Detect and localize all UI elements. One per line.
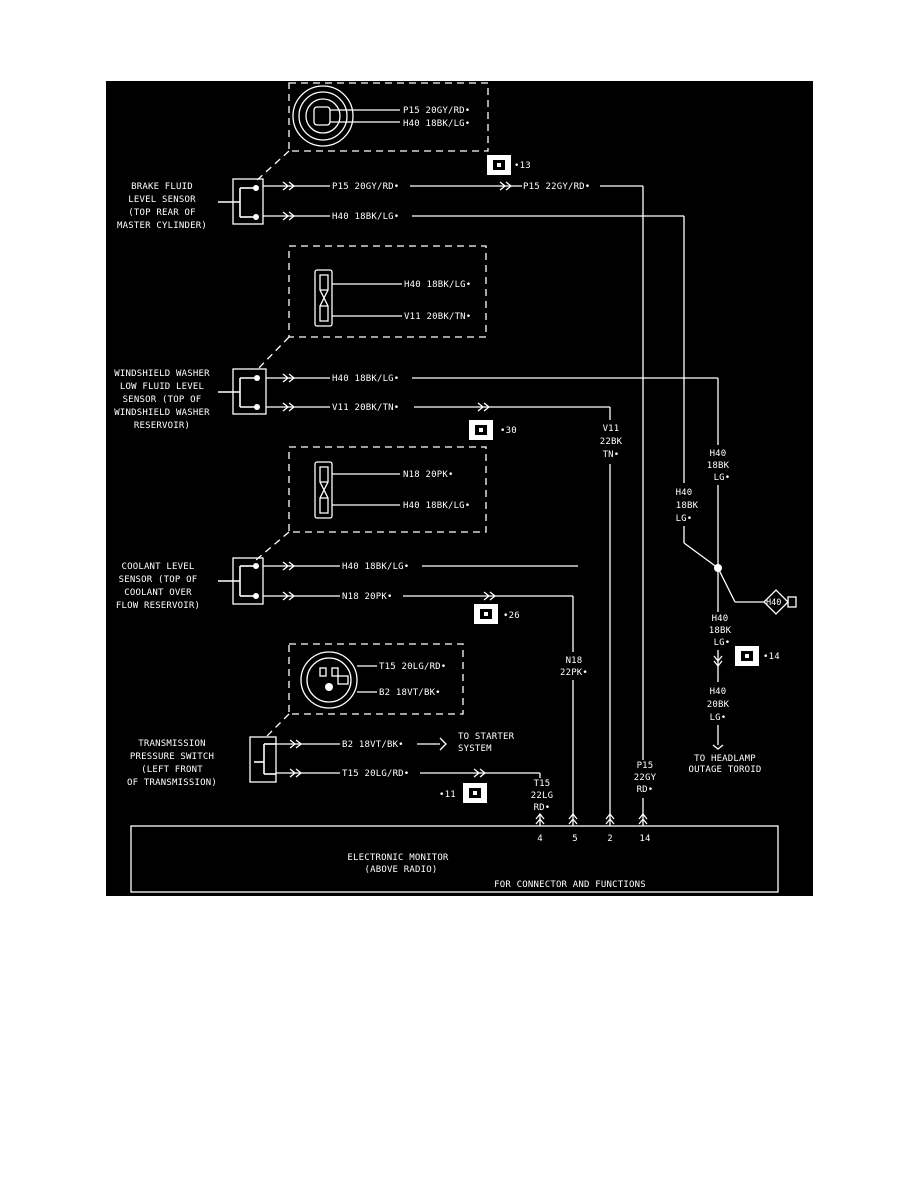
- svg-text:LG•: LG•: [714, 473, 731, 483]
- monitor-pin-3: 2: [607, 834, 613, 844]
- svg-text:(TOP REAR OF: (TOP REAR OF: [128, 208, 195, 218]
- washer-sensor-label: WINDSHIELD WASHER LOW FLUID LEVEL SENSOR…: [114, 369, 210, 431]
- monitor-pin-arrows: [535, 812, 648, 825]
- trans-detail-wire-2: B2 18VT/BK•: [379, 688, 441, 698]
- v11-out-line-3: TN•: [603, 450, 620, 460]
- washer-sensor-connector: [218, 368, 267, 415]
- coolant-wire-1: H40 18BK/LG•: [342, 562, 409, 572]
- t15-out-line-1: T15: [534, 779, 551, 789]
- t15-out-line-2: 22LG: [531, 791, 553, 801]
- washer-wire-2: V11 20BK/TN•: [332, 403, 399, 413]
- n18-out-line-2: 22PK•: [560, 668, 588, 678]
- h40-splice-label: H40: [766, 598, 781, 608]
- p15-out: P15 22GY RD•: [634, 761, 657, 826]
- svg-text:PRESSURE SWITCH: PRESSURE SWITCH: [130, 752, 214, 762]
- trans-wire-2: T15 20LG/RD•: [342, 769, 409, 779]
- transmission-wires: B2 18VT/BK• TO STARTER SYSTEM T15 20LG/R…: [276, 732, 553, 826]
- transmission-switch-connector: [249, 736, 277, 783]
- v11-out-line-2: 22BK: [600, 437, 623, 447]
- svg-text:FLOW RESERVOIR): FLOW RESERVOIR): [116, 601, 200, 611]
- brake-sensor-connector: [218, 178, 264, 225]
- n18-out-line-1: N18: [566, 656, 583, 666]
- svg-text:20BK: 20BK: [707, 700, 730, 710]
- monitor-pin-1: 4: [537, 834, 543, 844]
- svg-text:OF TRANSMISSION): OF TRANSMISSION): [127, 778, 217, 788]
- h40-branches: H40 18BK LG• H40 18BK LG• H40 H40 18BK L…: [676, 449, 797, 775]
- washer-wire-1: H40 18BK/LG•: [332, 374, 399, 384]
- brake-wire-1-out: P15 22GY/RD•: [523, 182, 590, 192]
- coolant-ground-ref: •26: [503, 611, 520, 621]
- headlamp-note-1: TO HEADLAMP: [694, 754, 756, 764]
- brake-wire-1: P15 20GY/RD•: [332, 182, 399, 192]
- h40-ground-ref: •14: [763, 652, 780, 662]
- svg-text:LG•: LG•: [714, 638, 731, 648]
- svg-text:LG•: LG•: [676, 514, 693, 524]
- svg-text:18BK: 18BK: [707, 461, 730, 471]
- brake-wires: P15 20GY/RD• P15 22GY/RD• H40 18BK/LG• •…: [263, 155, 685, 760]
- svg-text:RD•: RD•: [637, 785, 654, 795]
- coolant-sensor-connector: [218, 557, 264, 605]
- svg-text:SENSOR (TOP OF: SENSOR (TOP OF: [123, 395, 202, 405]
- trans-wire-1: B2 18VT/BK•: [342, 740, 404, 750]
- trans-ground-ref: •11: [439, 790, 456, 800]
- diagram-panel: [106, 81, 813, 896]
- brake-sensor-label: BRAKE FLUID LEVEL SENSOR (TOP REAR OF MA…: [117, 182, 207, 231]
- coolant-detail-wire-1: N18 20PK•: [403, 470, 454, 480]
- transmission-switch-detail: T15 20LG/RD• B2 18VT/BK•: [288, 643, 464, 715]
- electronic-monitor: 4 5 2 14 ELECTRONIC MONITOR (ABOVE RADIO…: [130, 825, 779, 893]
- svg-text:LOW FLUID LEVEL: LOW FLUID LEVEL: [120, 382, 204, 392]
- svg-text:COOLANT LEVEL: COOLANT LEVEL: [121, 562, 194, 572]
- svg-text:22GY: 22GY: [634, 773, 657, 783]
- starter-note-2: SYSTEM: [458, 744, 492, 754]
- coolant-sensor-detail: N18 20PK• H40 18BK/LG•: [288, 446, 487, 533]
- washer-ground-ref: •30: [500, 426, 517, 436]
- svg-text:LG•: LG•: [710, 713, 727, 723]
- monitor-note: FOR CONNECTOR AND FUNCTIONS: [494, 880, 646, 890]
- brake-detail-wire-2: H40 18BK/LG•: [403, 119, 470, 129]
- svg-text:BRAKE FLUID: BRAKE FLUID: [131, 182, 193, 192]
- svg-text:WINDSHIELD WASHER: WINDSHIELD WASHER: [114, 369, 210, 379]
- svg-text:18BK: 18BK: [676, 501, 699, 511]
- svg-text:SENSOR (TOP OF: SENSOR (TOP OF: [119, 575, 198, 585]
- svg-text:H40: H40: [712, 614, 729, 624]
- washer-detail-wire-1: H40 18BK/LG•: [404, 280, 471, 290]
- monitor-title: ELECTRONIC MONITOR: [347, 853, 449, 863]
- svg-text:LEVEL SENSOR: LEVEL SENSOR: [128, 195, 196, 205]
- brake-detail-wire-1: P15 20GY/RD•: [403, 106, 470, 116]
- svg-text:COOLANT OVER: COOLANT OVER: [124, 588, 192, 598]
- headlamp-note-2: OUTAGE TOROID: [688, 765, 761, 775]
- t15-out-line-3: RD•: [534, 803, 551, 813]
- svg-text:(LEFT FRONT: (LEFT FRONT: [141, 765, 203, 775]
- svg-text:RESERVOIR): RESERVOIR): [134, 421, 190, 431]
- svg-text:18BK: 18BK: [709, 626, 732, 636]
- washer-wires: H40 18BK/LG• V11 20BK/TN• •30 V11 22BK T…: [266, 373, 719, 826]
- coolant-wire-2: N18 20PK•: [342, 592, 393, 602]
- coolant-wires: H40 18BK/LG• N18 20PK• •26 N18 22PK•: [263, 561, 588, 826]
- coolant-detail-wire-2: H40 18BK/LG•: [403, 501, 470, 511]
- svg-text:WINDSHIELD WASHER: WINDSHIELD WASHER: [114, 408, 210, 418]
- svg-text:TRANSMISSION: TRANSMISSION: [138, 739, 205, 749]
- washer-sensor-detail: H40 18BK/LG• V11 20BK/TN•: [288, 245, 487, 338]
- monitor-pin-2: 5: [572, 834, 578, 844]
- brake-ground-ref: •13: [514, 161, 531, 171]
- monitor-subtitle: (ABOVE RADIO): [364, 865, 437, 875]
- brake-wire-2: H40 18BK/LG•: [332, 212, 399, 222]
- brake-sensor-detail: P15 20GY/RD• H40 18BK/LG•: [288, 82, 489, 152]
- svg-text:P15: P15: [637, 761, 654, 771]
- svg-text:MASTER CYLINDER): MASTER CYLINDER): [117, 221, 207, 231]
- svg-text:H40: H40: [710, 687, 727, 697]
- monitor-pin-4: 14: [639, 834, 650, 844]
- starter-note-1: TO STARTER: [458, 732, 515, 742]
- svg-text:H40: H40: [710, 449, 727, 459]
- svg-text:H40: H40: [676, 488, 693, 498]
- trans-detail-wire-1: T15 20LG/RD•: [379, 662, 446, 672]
- v11-out-line-1: V11: [603, 424, 620, 434]
- washer-detail-wire-2: V11 20BK/TN•: [404, 312, 471, 322]
- transmission-switch-label: TRANSMISSION PRESSURE SWITCH (LEFT FRONT…: [127, 739, 217, 788]
- coolant-sensor-label: COOLANT LEVEL SENSOR (TOP OF COOLANT OVE…: [116, 562, 200, 611]
